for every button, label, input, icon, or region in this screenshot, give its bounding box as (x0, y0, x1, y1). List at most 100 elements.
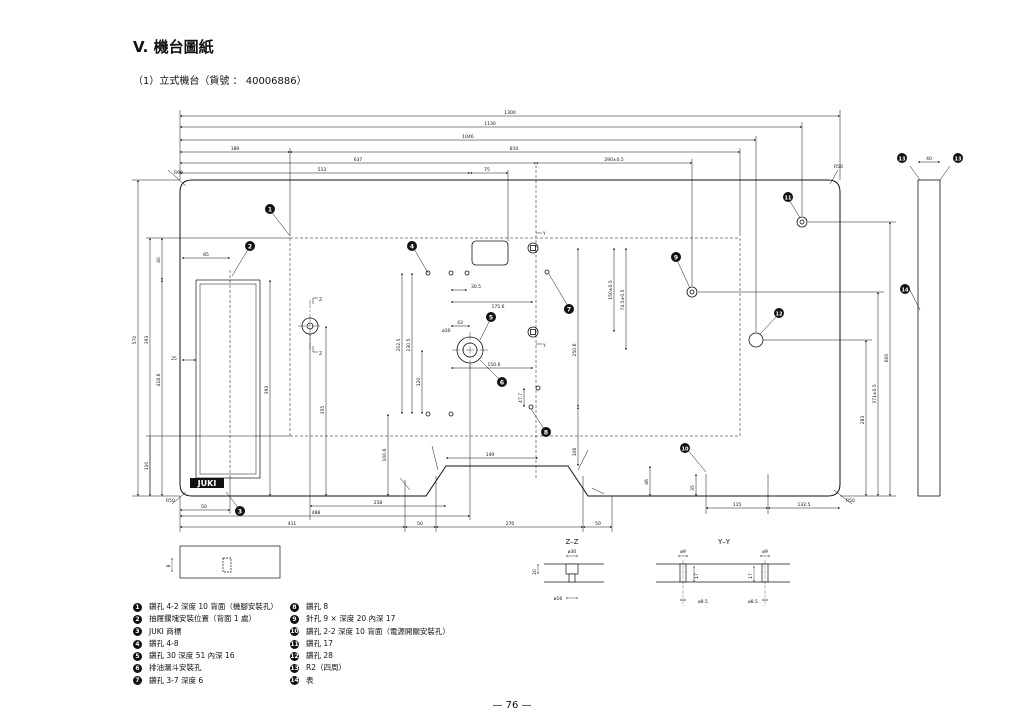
page-number: — 76 — (492, 700, 532, 711)
dim-label: 149 (486, 452, 495, 458)
legend-item: 5 鑽孔 30 深度 51 內深 16 (133, 650, 278, 662)
callout-11: 11 (783, 192, 793, 202)
dim-label: 132.5 (798, 502, 811, 508)
yy-dim: ø8.5 (698, 599, 708, 605)
dim-label: Z (319, 351, 322, 357)
callout-9: 9 (671, 252, 681, 262)
callout-13b: 13 (953, 153, 963, 163)
dim-label: ø30 (442, 328, 451, 334)
dim-label: 637 (354, 157, 363, 163)
dim-label: Y (542, 343, 546, 349)
dim-label: 393 (264, 386, 270, 395)
callout-14: 14 (900, 284, 910, 294)
svg-text:10: 10 (682, 446, 689, 452)
legend-text: 鑽孔 8 (306, 602, 329, 611)
svg-text:JUKI: JUKI (197, 479, 217, 488)
legend-item: 10 鑽孔 2-2 深度 10 背面（電源開關安裝孔） (290, 626, 450, 638)
yy-title: Y–Y (717, 538, 731, 546)
dimension-lines (132, 110, 896, 532)
dim-label: 50 (595, 521, 601, 527)
legend-number: 6 (133, 664, 142, 674)
dim-label: R50 (166, 498, 175, 504)
dim-label: 175.6 (492, 304, 505, 310)
legend-text: 鑽孔 30 深度 51 內深 16 (149, 651, 235, 661)
dim-label: 270 (506, 521, 515, 527)
svg-text:7: 7 (567, 306, 571, 313)
side-view (909, 161, 951, 497)
dim-label: 189 (231, 146, 240, 152)
callout-2: 2 (245, 241, 255, 251)
svg-text:2: 2 (248, 243, 252, 250)
zz-section (537, 555, 604, 599)
yy-dim: ø9 (762, 549, 768, 555)
callout-3: 3 (235, 506, 245, 516)
zz-dim: 20 (532, 569, 538, 575)
dimension-labels: 1300 1130 1046 189 810 637 290±0.5 513 7… (132, 110, 932, 567)
section-labels: Z–Z Y–Y ø30 ø16 20 ø9 ø9 17 17 ø8.5 ø8.5 (532, 538, 768, 605)
callout-leaders (225, 197, 801, 511)
svg-text:5: 5 (489, 314, 493, 321)
svg-text:11: 11 (785, 195, 792, 201)
legend-number: 5 (133, 651, 142, 661)
dim-label: 85 (203, 252, 209, 258)
zz-title: Z–Z (565, 538, 578, 546)
legend-text: 針孔 9 × 深度 20 內深 17 (306, 614, 396, 624)
legend-item: 3 JUKI 商標 (133, 626, 278, 638)
legend-number: 3 (133, 627, 142, 637)
legend-text: JUKI 商標 (149, 626, 182, 636)
dim-label: 393 (144, 336, 150, 345)
dim-label: 1130 (484, 121, 496, 127)
svg-text:13: 13 (899, 156, 906, 162)
dim-label: 47.7 (518, 393, 524, 403)
yy-dim: 17 (694, 573, 700, 579)
dim-label: 1300 (504, 110, 516, 116)
legend-number: 1 (133, 602, 142, 612)
legend-number: 4 (133, 639, 142, 649)
dim-label: 411 (288, 521, 297, 527)
yy-section (656, 555, 790, 606)
dim-label: Y (542, 231, 546, 237)
legend-number: 10 (290, 627, 299, 637)
holes (301, 216, 808, 417)
table-outline (179, 179, 841, 497)
callout-7: 7 (564, 304, 574, 314)
dim-label: R90 (174, 170, 183, 176)
dim-label: 35 (690, 485, 696, 491)
dim-label: 106 (572, 448, 578, 457)
svg-text:1: 1 (268, 206, 272, 213)
dim-label: 25 (171, 356, 177, 362)
callout-4: 4 (407, 241, 417, 251)
dim-label: 371±0.5 (872, 384, 878, 404)
dim-label: 230.5 (406, 338, 412, 351)
hidden-lines (229, 165, 741, 480)
zz-dim: ø16 (554, 596, 563, 602)
legend-number: 2 (133, 614, 142, 624)
dim-label: 1046 (462, 134, 474, 140)
legend-text: 鑽孔 3-7 深度 6 (149, 675, 204, 685)
juki-logo: JUKI (190, 478, 224, 488)
dim-label: 40 (156, 257, 162, 263)
legend-item: 13 R2（四周） (290, 662, 450, 674)
drawer-stop-section (171, 545, 281, 579)
dim-label: 202.5 (396, 338, 402, 351)
legend-text: R2（四周） (306, 663, 346, 673)
svg-text:6: 6 (500, 379, 504, 386)
callout-13a: 13 (897, 153, 907, 163)
legend-text: 鑽孔 2-2 深度 10 背面（電源開關安裝孔） (306, 626, 450, 636)
dim-label: 115 (733, 502, 742, 508)
dim-label: R50 (846, 498, 855, 504)
legend-number: 8 (290, 602, 299, 612)
legend-number: 13 (290, 664, 299, 674)
legend-item: 8 鑽孔 8 (290, 601, 450, 613)
dim-label: 75 (484, 167, 490, 173)
dim-label: 283 (860, 416, 866, 425)
svg-text:13: 13 (955, 156, 962, 162)
zz-dim: ø30 (568, 549, 577, 555)
callout-10: 10 (680, 443, 690, 453)
legend-text: 鑽孔 4-8 (149, 638, 179, 648)
dim-label: 250.6 (572, 343, 578, 356)
svg-text:3: 3 (238, 508, 242, 515)
